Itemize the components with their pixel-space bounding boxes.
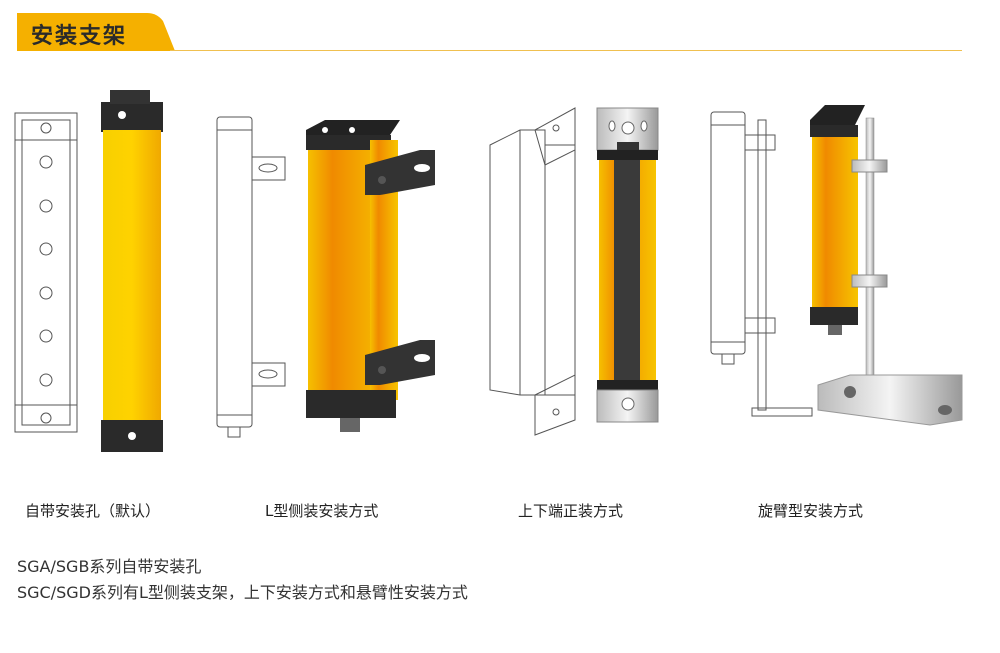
caption-swivel-mount: 旋臂型安装方式 [758,502,864,520]
outline-sensor-swivel [710,111,813,417]
note-sga-sgb: SGA/SGB系列自带安装孔 [17,557,202,576]
caption-l-side-mount: L型侧装安装方式 [265,502,379,520]
caption-end-mount: 上下端正装方式 [518,502,624,520]
header-tab-shape [17,13,175,51]
yellow-sensor-swivel [810,105,963,426]
mounting-illustrations [14,90,963,452]
yellow-sensor-built-in-holes [101,90,163,452]
outline-sensor-l-bracket [216,116,286,438]
sensor-front-end-mount [596,107,659,423]
section-title: 安装支架 [31,24,128,49]
yellow-sensor-l-bracket [306,120,435,432]
outline-sensor-end-mount [489,107,576,436]
header-divider [170,50,962,51]
outline-sensor-built-in-holes [14,112,78,433]
note-sgc-sgd: SGC/SGD系列有L型侧装支架，上下安装方式和悬臂性安装方式 [17,583,468,602]
caption-built-in-holes: 自带安装孔（默认） [25,502,161,520]
